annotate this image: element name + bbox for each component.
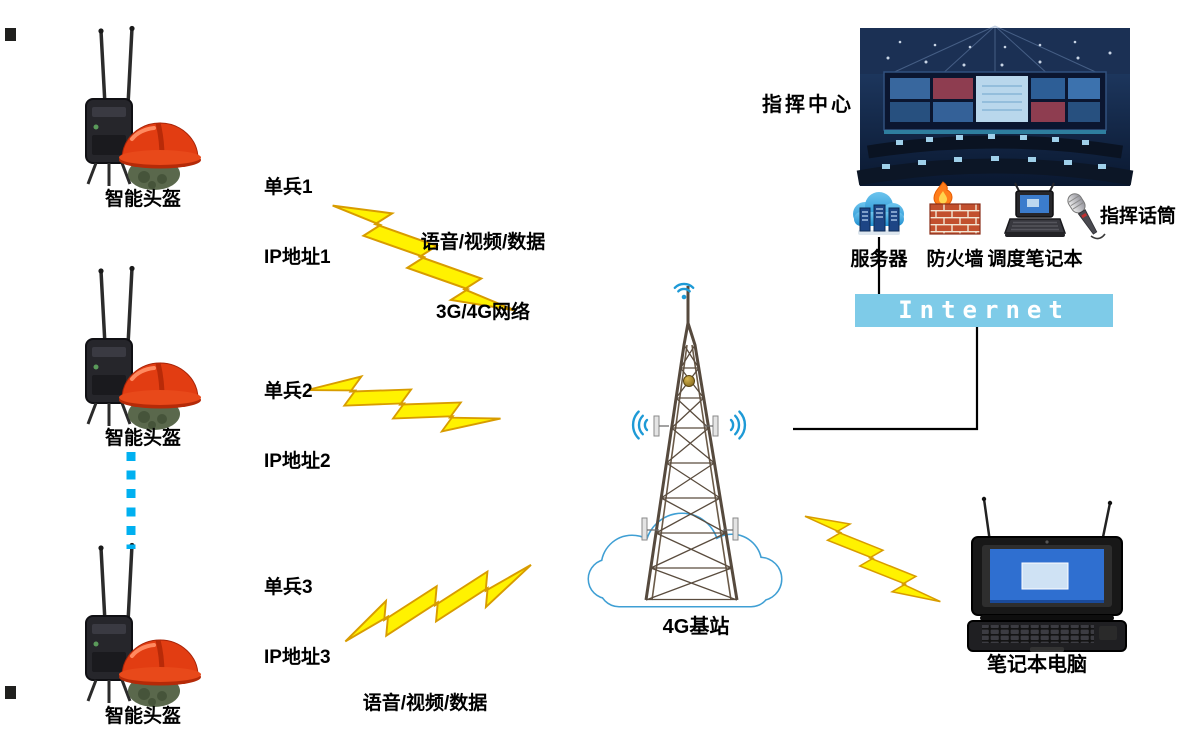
soldier-3-id: 单兵3 [264, 577, 313, 599]
internet-bar: Internet [855, 294, 1113, 327]
corner-artifact-top [5, 28, 16, 41]
wifi-left-icon [631, 410, 649, 440]
soldier-3-label: 单兵3 IP地址3 [264, 530, 331, 715]
microphone-label: 指挥话筒 [1100, 206, 1177, 227]
field-laptop-icon [967, 496, 1127, 652]
dispatch-laptop-icon [1003, 182, 1067, 237]
dispatch-laptop-label: 调度笔记本 [987, 249, 1083, 270]
lightning-bolt-2 [303, 367, 505, 442]
soldier-2-label: 单兵2 IP地址2 [264, 334, 331, 519]
lightning-bolt-4 [795, 500, 950, 618]
link-top-line2: 3G/4G网络 [436, 301, 530, 323]
helmet-3-label: 智能头盔 [104, 706, 181, 727]
link-label-top: 语音/视频/数据 3G/4G网络 [408, 185, 558, 370]
field-laptop-label: 笔记本电脑 [987, 654, 1087, 676]
soldier-3-ip: IP地址3 [264, 646, 331, 668]
helmet-2-label: 智能头盔 [104, 428, 181, 449]
soldier-1-label: 单兵1 IP地址1 [264, 130, 331, 315]
lattice-tower-icon [641, 286, 739, 601]
soldier-2-id: 单兵2 [264, 381, 313, 403]
wifi-top-icon [673, 282, 695, 293]
link-label-bottom: 语音/视频/数据 3G/4G网络 [350, 646, 500, 744]
server-icon [853, 192, 904, 235]
base-station-label: 4G基站 [662, 616, 730, 638]
network-cloud-icon [587, 512, 783, 608]
lightning-bolt-3 [336, 546, 541, 661]
server-label: 服务器 [850, 249, 908, 270]
smart-helmet-3 [86, 543, 201, 707]
corner-artifact-bottom [5, 686, 16, 699]
internet-label: Internet [898, 296, 1070, 324]
soldier-2-ip: IP地址2 [264, 450, 331, 472]
microphone-icon [1067, 193, 1106, 240]
helmet-1-label: 智能头盔 [104, 189, 181, 210]
wifi-right-icon [729, 410, 747, 440]
smart-helmet-1 [86, 26, 201, 190]
link-top-line1: 语音/视频/数据 [420, 232, 546, 254]
soldier-1-ip: IP地址1 [264, 246, 331, 268]
firewall-icon [929, 181, 981, 235]
command-center-photo [856, 25, 1134, 186]
soldier-1-id: 单兵1 [264, 177, 313, 199]
base-station [587, 282, 783, 608]
wifi-top-dot [681, 294, 687, 300]
firewall-label: 防火墙 [926, 249, 984, 270]
link-bottom-line1: 语音/视频/数据 [362, 693, 488, 715]
smart-helmet-2 [86, 266, 201, 430]
command-center-label: 指挥中心 [762, 94, 854, 116]
connector-internet-tower [793, 327, 979, 431]
